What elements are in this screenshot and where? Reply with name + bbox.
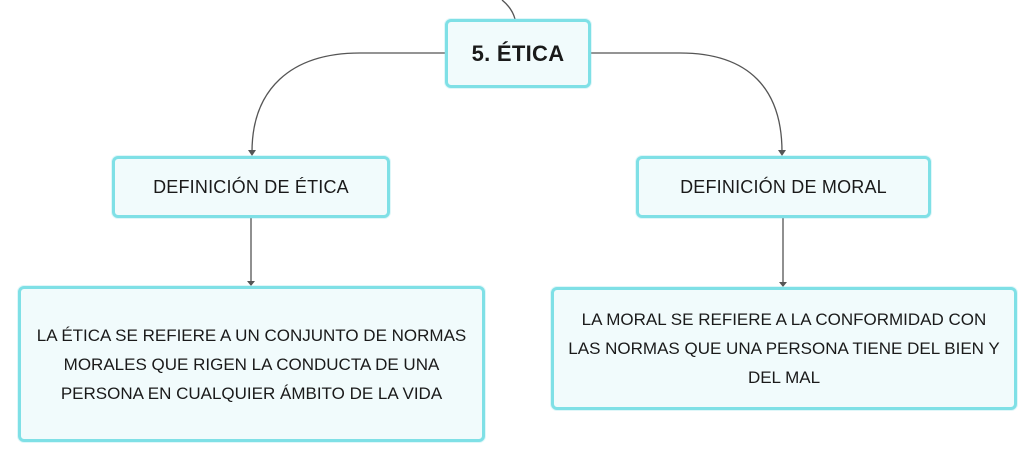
branch-label: DEFINICIÓN DE ÉTICA	[153, 176, 349, 197]
detail-node-moral[interactable]: LA MORAL SE REFIERE A LA CONFORMIDAD CON…	[551, 287, 1017, 410]
detail-text: LA ÉTICA SE REFIERE A UN CONJUNTO DE NOR…	[36, 325, 467, 403]
root-label: 5. ÉTICA	[471, 40, 565, 66]
branch-node-moral[interactable]: DEFINICIÓN DE MORAL	[636, 156, 931, 218]
arrowhead-etica-detail	[247, 281, 255, 286]
connector-root-to-etica	[251, 52, 445, 153]
branch-node-etica[interactable]: DEFINICIÓN DE ÉTICA	[112, 156, 390, 218]
arrowhead-etica	[248, 150, 256, 156]
connector-root-to-moral	[591, 52, 783, 153]
root-node[interactable]: 5. ÉTICA	[445, 19, 591, 88]
detail-node-etica[interactable]: LA ÉTICA SE REFIERE A UN CONJUNTO DE NOR…	[18, 286, 485, 442]
detail-text: LA MORAL SE REFIERE A LA CONFORMIDAD CON…	[568, 310, 1000, 387]
arrowhead-moral	[778, 150, 786, 156]
branch-label: DEFINICIÓN DE MORAL	[680, 176, 887, 197]
arrowhead-moral-detail	[779, 282, 787, 287]
incoming-connector	[501, 0, 516, 20]
